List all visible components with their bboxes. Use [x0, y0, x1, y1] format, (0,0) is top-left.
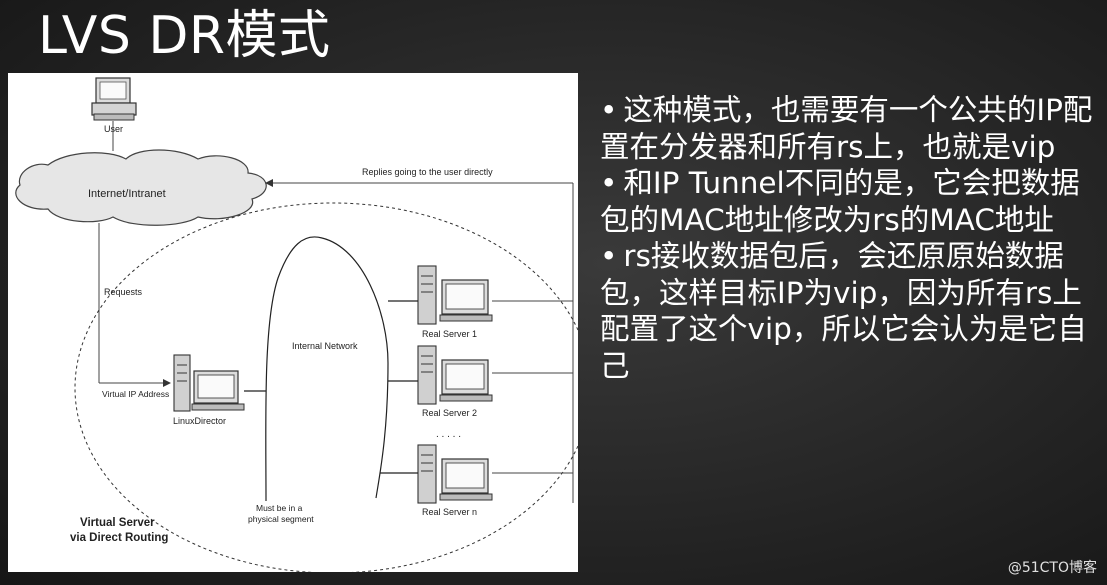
- internal-network-label: Internal Network: [292, 341, 358, 351]
- internal-network-bus: [265, 236, 389, 502]
- bullet-text: 这种模式，也需要有一个公共的IP配置在分发器和所有rs上，也就是vip: [600, 93, 1093, 164]
- linux-director-icon: [173, 354, 245, 412]
- internet-cloud-shape: [15, 149, 267, 226]
- diagram-caption-line2: via Direct Routing: [70, 532, 168, 544]
- dr-architecture-diagram: User Internet/Intranet Replies going to …: [8, 73, 578, 572]
- bullet-item: •这种模式，也需要有一个公共的IP配置在分发器和所有rs上，也就是vip: [600, 92, 1105, 165]
- watermark: @51CTO博客: [1007, 560, 1097, 576]
- cloud-label: Internet/Intranet: [88, 188, 166, 200]
- real-server-2-label: Real Server 2: [422, 408, 477, 418]
- more-servers-ellipsis: . . . . .: [436, 429, 461, 440]
- replies-label: Replies going to the user directly: [362, 167, 493, 177]
- bullet-item: •和IP Tunnel不同的是，它会把数据包的MAC地址修改为rs的MAC地址: [600, 165, 1105, 238]
- bullet-dot: •: [600, 93, 618, 127]
- bullet-dot: •: [600, 239, 618, 273]
- real-server-n-icon: [417, 444, 493, 504]
- linux-director-label: LinuxDirector: [173, 416, 226, 426]
- requests-label: Requests: [104, 287, 143, 297]
- real-server-1-icon: [417, 265, 493, 325]
- bullet-dot: •: [600, 166, 618, 200]
- bullet-item: •rs接收数据包后，会还原原始数据包，这样目标IP为vip，因为所有rs上配置了…: [600, 238, 1105, 384]
- segment-note-line2: physical segment: [248, 514, 314, 524]
- bullet-list: •这种模式，也需要有一个公共的IP配置在分发器和所有rs上，也就是vip •和I…: [600, 92, 1105, 384]
- user-label: User: [104, 124, 123, 134]
- bullet-text: rs接收数据包后，会还原原始数据包，这样目标IP为vip，因为所有rs上配置了这…: [600, 239, 1087, 383]
- real-server-2-icon: [417, 345, 493, 405]
- vip-label: Virtual IP Address: [102, 389, 169, 399]
- real-server-1-label: Real Server 1: [422, 329, 477, 339]
- slide-title: LVS DR模式: [38, 6, 331, 66]
- real-server-n-label: Real Server n: [422, 507, 477, 517]
- diagram-caption-line1: Virtual Server: [80, 517, 155, 529]
- bullet-text: 和IP Tunnel不同的是，它会把数据包的MAC地址修改为rs的MAC地址: [600, 166, 1080, 237]
- virtual-server-boundary: [74, 202, 578, 572]
- user-computer-icon: [91, 77, 137, 121]
- segment-note-line1: Must be in a: [256, 503, 303, 513]
